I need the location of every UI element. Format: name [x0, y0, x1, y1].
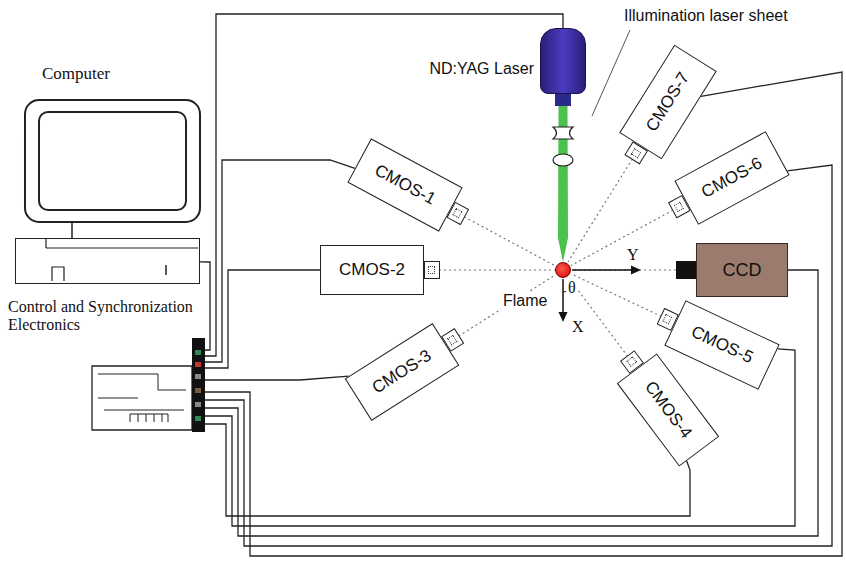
- strip-pad: [195, 362, 201, 367]
- board-pins: [130, 414, 168, 422]
- flame-dot: Flame: [555, 262, 571, 278]
- lens-detail: [673, 202, 683, 212]
- node-label: CMOS-4: [640, 378, 696, 443]
- node-label: CMOS-7: [642, 69, 694, 136]
- monitor-screen: [39, 112, 186, 210]
- lens-detail: [662, 313, 672, 323]
- callout-label: Illumination laser sheet: [622, 7, 790, 25]
- control-wire: [200, 262, 210, 350]
- board-outline: [92, 366, 192, 430]
- base-line: [46, 247, 198, 248]
- camera-lens: [667, 195, 690, 218]
- lens-detail: [626, 356, 637, 366]
- connector-strip: [192, 338, 205, 432]
- leader-line: [592, 30, 630, 116]
- camera-lens: [676, 261, 696, 279]
- camera-lens: [620, 350, 644, 374]
- ccd-camera: CCD: [696, 243, 788, 297]
- view-line: [451, 210, 555, 266]
- laser-nozzle: [555, 94, 571, 106]
- lens-detail: [452, 207, 462, 217]
- x-axis: [562, 279, 564, 314]
- board-detail: [98, 374, 186, 410]
- node-label: CMOS-3: [369, 346, 436, 398]
- lens-detail: [446, 335, 456, 346]
- control-wire: [205, 165, 832, 546]
- node-label: Flame: [501, 292, 549, 310]
- monitor-frame: [25, 100, 200, 222]
- control-wire: [205, 349, 795, 526]
- computer-illustration: Computer: [12, 62, 207, 290]
- x-axis-head: [559, 312, 568, 322]
- camera-lens: [656, 307, 678, 330]
- control-wire: [205, 270, 320, 368]
- base-line: [45, 239, 46, 248]
- computer-base-detail: [16, 239, 198, 282]
- strip-pad: [195, 402, 201, 407]
- y-axis-head: [631, 266, 641, 275]
- lens-detail: [630, 148, 640, 158]
- control-wire: [205, 424, 690, 516]
- node-label: CMOS-5: [688, 322, 756, 368]
- strip-pad: [195, 350, 201, 355]
- strip-pad: [195, 374, 201, 379]
- view-line: [424, 269, 555, 270]
- cmos-camera: CMOS-5: [664, 300, 779, 390]
- view-line: [446, 275, 555, 344]
- axis-label: θ: [566, 279, 578, 297]
- button-mark: [165, 265, 167, 275]
- node-label: Control and Synchronization Electronics: [8, 298, 198, 335]
- view-line: [568, 146, 640, 262]
- control-wire: [205, 72, 842, 556]
- cmos-camera: CMOS-4: [617, 353, 719, 466]
- strip-pad: [195, 416, 201, 421]
- lens-detail: [428, 266, 435, 274]
- camera-lens: [624, 141, 648, 164]
- cmos-camera: CMOS-3: [345, 323, 460, 421]
- control-electronics: Control and Synchronization Electronics: [8, 298, 205, 438]
- camera-lens: [424, 261, 440, 279]
- convex-lens: [553, 154, 573, 166]
- monitor-drawing: [12, 62, 207, 238]
- control-wire: [205, 270, 818, 536]
- circuit-board: [8, 338, 205, 438]
- laser-unit: ND:YAG Laser: [412, 28, 592, 110]
- camera-lens: [440, 328, 463, 352]
- node-label: ND:YAG Laser: [429, 60, 534, 78]
- concave-lens: [553, 127, 573, 139]
- node-label: CCD: [723, 260, 762, 281]
- axis-label: X: [570, 318, 586, 336]
- cmos-camera: CMOS-1: [347, 138, 462, 231]
- control-wire: [205, 376, 349, 380]
- control-wire: [205, 14, 563, 356]
- node-label: CMOS-2: [339, 260, 405, 280]
- computer-base: [15, 238, 200, 284]
- axis-label: Y: [625, 246, 641, 264]
- cmos-camera: CMOS-7: [619, 45, 717, 160]
- strip-pad: [195, 388, 201, 393]
- view-line: [571, 203, 686, 266]
- camera-lens: [446, 201, 469, 224]
- node-label: Computer: [42, 64, 110, 84]
- drive-slot: [52, 267, 64, 281]
- cmos-camera: CMOS-2: [320, 245, 424, 295]
- node-label: CMOS-1: [371, 161, 439, 210]
- y-axis: [572, 269, 632, 271]
- laser-body: [540, 28, 586, 94]
- node-label: CMOS-6: [698, 153, 766, 202]
- monitor-neck: [71, 222, 73, 238]
- cmos-camera: CMOS-6: [674, 131, 789, 225]
